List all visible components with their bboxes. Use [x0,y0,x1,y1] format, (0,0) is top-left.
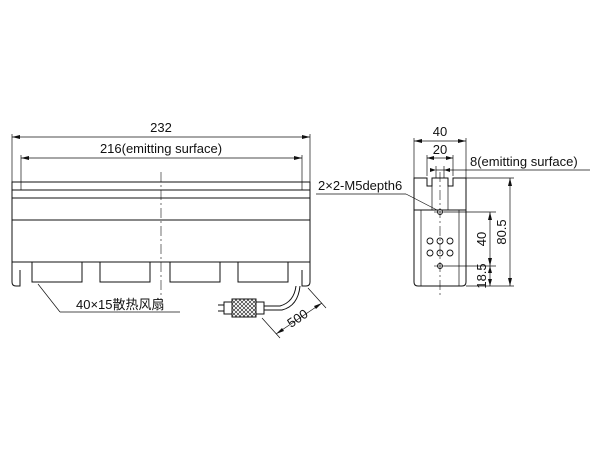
fan-note-label: 40×15散热风扇 [76,297,165,312]
vent-hole [446,237,454,245]
total-height-dimension: 80.5 [494,178,512,286]
emitting-width-label: 8(emitting surface) [470,154,578,169]
emitting-length-dimension: 216(emitting surface) [21,141,302,160]
fan-3 [169,261,221,283]
hole-spacing-label: 40 [474,232,489,246]
cable-assembly [218,285,301,318]
fan-callout: 40×15散热风扇 [37,283,180,313]
overall-length-label: 232 [150,120,172,135]
width-label: 40 [433,124,447,139]
side-housing [413,172,467,298]
overall-length-dimension: 232 [12,120,310,139]
front-view: 232 216(emitting surface) [11,120,327,339]
side-view: 40 20 8(emitting surface) [316,124,590,298]
fan-1 [31,261,83,283]
fan-2 [99,261,151,283]
fan-4 [237,261,289,283]
vent-hole [426,249,434,257]
inner-width-dimension: 20 [426,142,454,176]
inner-width-label: 20 [433,142,447,157]
hole-spacing-dimension: 40 [474,212,492,266]
emitting-length-label: 216(emitting surface) [100,141,222,156]
emitting-width-callout: 8(emitting surface) [430,154,590,182]
thread-callout: 2×2-M5depth6 [316,178,438,211]
bottom-offset-dimension: 18.5 [474,263,492,289]
bottom-offset-label: 18.5 [474,263,489,288]
fan-row [31,261,289,283]
connector-icon [231,298,257,318]
thread-note-label: 2×2-M5depth6 [318,178,402,193]
cable-length-label: 500 [284,306,310,331]
vent-hole [446,249,454,257]
cable [262,285,297,307]
cable-length-dimension: 500 [261,287,327,339]
width-dimension: 40 [413,124,467,182]
vent-hole [426,237,434,245]
total-height-label: 80.5 [494,219,509,244]
